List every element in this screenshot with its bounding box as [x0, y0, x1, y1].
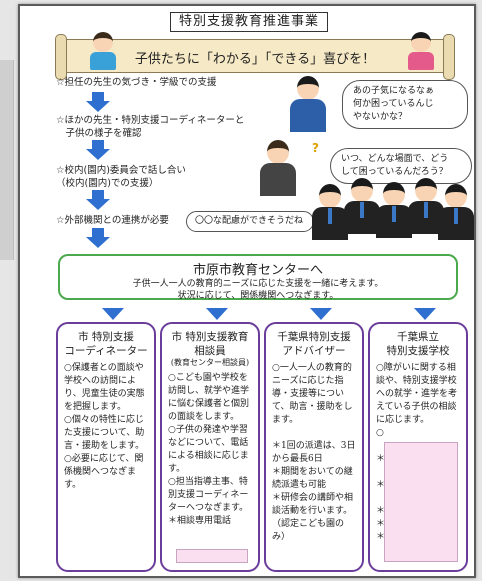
card-body: ○保護者との面談や学校への訪問により、児童生徒の実態を把握します。 ○個々の特性… [64, 363, 145, 490]
teacher-question-illustration [258, 140, 298, 196]
speech-bubble-1: あの子気になるなぁ 何か困っているんじ やないかな？ [342, 80, 468, 129]
staff-illustration [436, 184, 474, 240]
card-title: 市 特別支援教育 相談員 [171, 331, 249, 357]
card-title: 千葉県立 特別支援学校 [386, 331, 450, 357]
card-subtitle: (教育センター相談員) [170, 358, 250, 367]
card-body: ○こども園や学校を訪問し、就学や進学に悩む保護者と個別の面談をします。 ○子供の… [168, 373, 250, 526]
card-title: 市 特別支援 コーディネーター [64, 331, 148, 357]
card-special-school: 千葉県立 特別支援学校 ○障がいに関する相談や、特別支援学校への就学・進学を考え… [368, 322, 468, 572]
center-desc-2: 状況に応じて、関係機関へつなぎます。 [177, 291, 339, 301]
center-title: 市原市教育センターへ [192, 263, 323, 278]
center-desc-1: 子供一人一人の教育的ニーズに応じた支援を一緒に考えます。 [132, 279, 384, 289]
staff-illustration [342, 178, 382, 234]
down-arrow-icon [86, 228, 110, 248]
flyer-page: 特別支援教育推進事業 子供たちに「わかる」「できる」喜びを！ ☆担任の先生の気づ… [18, 4, 476, 578]
step-2: ☆ほかの先生・特別支援コーディネーターと 子供の様子を確認 [56, 115, 245, 139]
redacted-info-box [384, 442, 458, 562]
teacher-thinking-illustration [288, 76, 328, 132]
staff-illustration [374, 182, 414, 238]
question-mark-icon: ? [312, 141, 319, 155]
page-title: 特別支援教育推進事業 [170, 12, 328, 32]
down-arrow-icon [86, 190, 110, 210]
speech-bubble-2: いつ、どんな場面で、どう して困っているんだろう？ [330, 148, 472, 184]
card-body: ○一人一人の教育的ニーズに応じた指導・支援等について、助言・援助をします。 ＊1… [272, 363, 356, 542]
step-4: ☆外部機関との連携が必要 [56, 215, 169, 226]
down-arrow-icon [102, 304, 124, 320]
card-coordinator: 市 特別支援 コーディネーター ○保護者との面談や学校への訪問により、児童生徒の… [56, 322, 156, 572]
viewer-side-panel [0, 60, 14, 260]
card-title: 千葉県特別支援 アドバイザー [277, 331, 351, 357]
card-counselor: 市 特別支援教育 相談員 (教育センター相談員) ○こども園や学校を訪問し、就学… [160, 322, 260, 572]
down-arrow-icon [310, 304, 332, 320]
card-body: ○障がいに関する相談や、特別支援学校への就学・進学を考えている子供の相談に応じま… [376, 363, 458, 542]
step-1: ☆担任の先生の気づき・学級での支援 [56, 77, 217, 88]
redacted-phone-box [176, 549, 248, 563]
down-arrow-icon [206, 304, 228, 320]
down-arrow-icon [86, 140, 110, 160]
banner-slogan: 子供たちに「わかる」「できる」喜びを！ [134, 52, 376, 67]
down-arrow-icon [86, 92, 110, 112]
education-center-box: 市原市教育センターへ 子供一人一人の教育的ニーズに応じた支援を一緒に考えます。 … [58, 254, 458, 301]
down-arrow-icon [414, 304, 436, 320]
card-advisor: 千葉県特別支援 アドバイザー ○一人一人の教育的ニーズに応じた指導・支援等につい… [264, 322, 364, 572]
step-3: ☆校内(園内)委員会で話し合い （校内(園内)での支援） [56, 165, 186, 189]
child-right-illustration [404, 32, 438, 72]
scroll-banner: 子供たちに「わかる」「できる」喜びを！ [55, 34, 455, 80]
speech-bubble-3: 〇〇な配慮ができそうだね [186, 211, 314, 232]
staff-illustration [310, 184, 350, 240]
child-left-illustration [86, 32, 120, 72]
